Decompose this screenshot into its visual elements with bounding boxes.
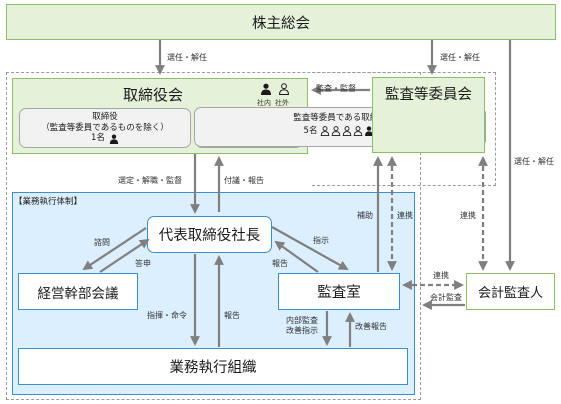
label-elect-committee: 選任・解任 [440,53,480,62]
label-reply: 答申 [135,259,151,268]
label-elect-board: 選任・解任 [167,53,207,62]
label-cooperate-auditor: 連携 [460,211,476,220]
label-consult: 諮問 [94,238,110,247]
person-icon [109,134,119,144]
internal-directors-line1: 取締役 [92,112,118,122]
label-report-operations: 報告 [224,311,240,320]
label-instruct: 指示 [313,236,329,245]
audit-directors-count: 5名 [303,125,318,136]
legend-inside-label: 社内 [257,99,271,107]
corporate-dashed-frame [6,72,421,400]
label-assist: 補助 [357,211,373,220]
operations-box: 業務執行組織 [18,348,408,385]
audit-directors-line1: 監査等委員である取締役 [293,113,387,123]
internal-directors-count: 1名 [91,133,105,144]
label-audit-supervise: 監査・監督 [316,84,356,93]
management-meeting-title: 経営幹部会議 [37,285,119,302]
audit-office-box: 監査室 [278,273,400,310]
shareholders-meeting-title: 株主総会 [252,15,310,32]
ceo-box: 代表取締役社長 [147,216,272,253]
execution-system-label: 【業務執行体制】 [14,197,83,207]
internal-directors-line2: （監査等委員であるものを除く） [41,122,169,133]
label-internal-audit: 内部監査 [286,316,318,325]
label-refer-report: 付議・報告 [224,176,264,185]
audit-committee-dashed-frame [312,72,496,186]
audit-committee-box: 監査等委員会 [372,77,485,109]
label-accounting-audit: 会計監査 [430,293,462,302]
audit-committee-title: 監査等委員会 [385,87,472,103]
person-icons-outside [321,126,374,136]
board-title: 取締役会 [123,86,184,104]
ceo-title: 代表取締役社長 [158,228,261,244]
internal-directors-box: 取締役 （監査等委員であるものを除く） 1名 [19,108,191,148]
person-icon-inside [261,83,271,95]
person-icon-outside [278,83,290,95]
label-improve-instruct: 改善指示 [286,326,318,335]
label-report-office: 報告 [272,259,288,268]
label-cooperate-office: 連携 [397,211,413,220]
shareholders-meeting-box: 株主総会 [6,4,556,40]
audit-office-title: 監査室 [317,285,361,301]
management-meeting-box: 経営幹部会議 [18,273,138,310]
operations-title: 業務執行組織 [169,360,257,376]
label-improve-report: 改善報告 [355,322,387,331]
label-elect-auditor: 選任・解任 [514,157,554,166]
audit-committee-box-lower [372,108,485,153]
legend-outside-label: 社外 [275,99,289,107]
accounting-auditor-box: 会計監査人 [466,273,555,310]
label-command: 指揮・命令 [147,311,187,320]
label-cooperate-lateral: 連携 [433,271,449,280]
label-select-dismiss: 選定・解職・監督 [118,176,182,185]
accounting-auditor-title: 会計監査人 [477,286,543,301]
